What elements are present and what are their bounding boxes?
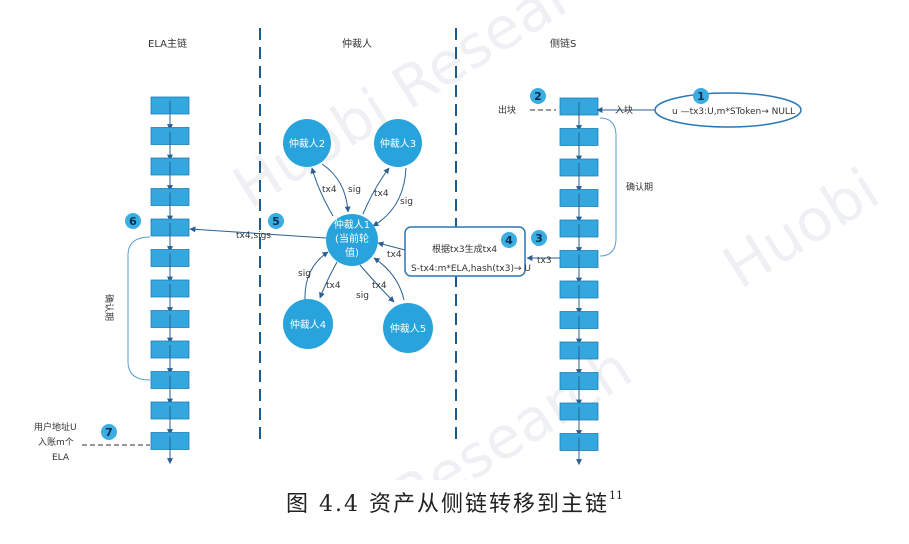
arbiter-1-label-3: 值): [345, 246, 359, 259]
watermark-text-2: Huobi: [711, 155, 890, 302]
badge-3-text: 3: [535, 232, 543, 245]
badge-2: 2: [530, 88, 546, 104]
edge-label-sig-a2: sig: [348, 185, 361, 195]
edge-arbiter1-to-main: [189, 226, 327, 239]
arbiter-2-circle: [283, 119, 331, 167]
edge-a4-to-a1: [304, 251, 329, 301]
edge-a1-to-a3: [362, 167, 390, 215]
badge-6: 6: [125, 213, 141, 229]
badge-7-text: 7: [105, 426, 113, 439]
edge-label-sig-a3: sig: [400, 197, 413, 207]
badge-1: 1: [693, 88, 709, 104]
edge-label-tx4-sigs: tx4,sigs: [236, 231, 271, 241]
input-label: u —tx3:U,m*SToken→ NULL: [672, 107, 795, 117]
watermark-text-3: Research: [381, 333, 643, 480]
confirm-bracket-main: [127, 236, 151, 381]
edge-label-tx4-a4: tx4: [326, 281, 341, 291]
edge-label-block-out: 出块: [498, 104, 516, 116]
arbiter-5-circle: [383, 303, 433, 353]
lane-title-main-chain: ELA主链: [148, 37, 187, 50]
confirm-label-side: 确认期: [626, 181, 653, 193]
badge-1-text: 1: [697, 90, 705, 103]
badge-4-text: 4: [505, 234, 513, 247]
process-box: [404, 226, 526, 277]
confirm-bracket-side: [599, 117, 617, 257]
arbiter-3-label: 仲裁人3: [380, 137, 416, 150]
caption-note: 11: [608, 489, 623, 502]
arbiter-2-label: 仲裁人2: [289, 137, 325, 150]
badge-6-text: 6: [129, 215, 137, 228]
badge-5: 5: [268, 213, 284, 229]
edge-label-tx4-process: tx4: [387, 250, 402, 260]
edge-process-to-arbiter1: [377, 241, 406, 251]
figure-caption: 图 4.4 资产从侧链转移到主链11: [0, 486, 909, 518]
badge-7: 7: [101, 424, 117, 440]
caption-text: 图 4.4 资产从侧链转移到主链: [286, 492, 609, 517]
edge-a1-to-a4: [319, 261, 338, 299]
diagram-canvas: Huobi Research Huobi Research ELA主链 仲裁人 …: [34, 0, 891, 480]
edge-label-sig-a5: sig: [356, 291, 369, 301]
edge-label-block-in: 入块: [615, 104, 633, 116]
user-address-line-3: ELA: [52, 453, 70, 463]
edge-label-tx4-a3: tx4: [374, 189, 389, 199]
edge-a2-to-a1: [321, 163, 351, 213]
main-chain: [150, 96, 190, 465]
confirm-label-main: 确认期: [103, 294, 115, 321]
badge-5-text: 5: [272, 215, 280, 228]
arbiter-1-label-2: (当前轮: [335, 232, 369, 245]
process-line-2: S-tx4:m*ELA,hash(tx3)→ U: [411, 264, 531, 274]
badge-4: 4: [501, 232, 517, 248]
edge-a1-to-a5: [359, 264, 395, 303]
edge-label-tx4-a5: tx4: [372, 281, 387, 291]
edge-a1-to-a2: [310, 167, 334, 217]
arbiter-5-label: 仲裁人5: [390, 322, 426, 335]
user-address-line-1: 用户地址U: [34, 421, 77, 433]
edge-a5-to-a1: [373, 257, 405, 301]
arbiter-1-label: 仲裁人1: [334, 218, 370, 231]
edge-label-tx4-a2: tx4: [322, 185, 337, 195]
side-chain: [559, 97, 599, 466]
edge-label-sig-a4: sig: [298, 269, 311, 279]
arbiter-1-circle: [326, 214, 378, 266]
user-address-line-2: 入账m个: [38, 437, 74, 448]
arbiter-3-circle: [374, 119, 422, 167]
arbiter-4-circle: [283, 299, 333, 349]
badge-2-text: 2: [534, 90, 542, 103]
edge-label-tx3: tx3: [537, 256, 552, 266]
edge-a3-to-a1: [372, 167, 407, 227]
process-line-1: 根据tx3生成tx4: [432, 243, 497, 255]
lane-title-arbiters: 仲裁人: [342, 37, 372, 50]
lane-title-side-chain: 侧链S: [550, 37, 576, 50]
watermark: Huobi Research Huobi Research: [221, 0, 890, 480]
arbiter-4-label: 仲裁人4: [290, 318, 326, 331]
badge-3: 3: [531, 230, 547, 246]
